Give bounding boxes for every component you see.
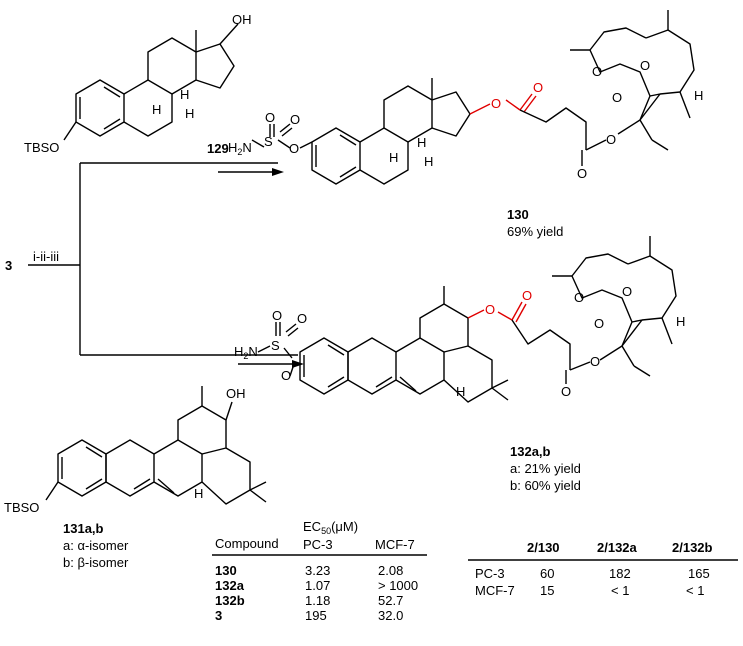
structure-132-h2: H [676, 314, 685, 329]
structure-132-s: S [271, 338, 280, 353]
ratio-row-mcf7-cell: MCF-7 [475, 583, 515, 598]
ec50-row-132b-compound: 132b [215, 593, 245, 608]
structure-132-nh2: H2N [234, 344, 258, 361]
structure-129-group: TBSO [24, 140, 59, 155]
ec50-col-mcf7: MCF-7 [375, 537, 415, 552]
ec50-row-3-compound: 3 [215, 608, 222, 623]
structure-130-o4: O [577, 166, 587, 181]
ec50-row-130-pc3: 3.23 [305, 563, 330, 578]
structure-131 [45, 386, 267, 505]
structure-130-h1: H [417, 135, 426, 150]
structure-132-o2: O [297, 311, 307, 326]
structure-132-ester-o2: O [522, 288, 532, 303]
structure-131-label: 131a,b [63, 521, 104, 536]
structure-129-h1: H [180, 87, 189, 102]
structure-132-o8: O [622, 284, 632, 299]
ec50-row-130-mcf7: 2.08 [378, 563, 403, 578]
structure-130-yield: 69% yield [507, 224, 563, 239]
structure-129 [63, 23, 239, 141]
structure-130-h4: H [694, 88, 703, 103]
structure-130 [251, 10, 695, 185]
structure-130-label: 130 [507, 207, 529, 222]
ratio-row-pc3-130: 60 [540, 566, 554, 581]
structure-130-o1: O [265, 110, 275, 125]
structure-132-o7: O [574, 290, 584, 305]
ratio-row-mcf7-130: 15 [540, 583, 554, 598]
structure-130-o6: O [612, 90, 622, 105]
ec50-table: EC50(μM) Compound PC-3 MCF-7 130 3.23 2.… [212, 519, 427, 623]
structure-132-h1: H [456, 384, 465, 399]
ratio-col-132a: 2/132a [597, 540, 638, 555]
structure-132-label: 132a,b [510, 444, 551, 459]
ratio-row-mcf7-132b: < 1 [686, 583, 704, 598]
ratio-row-pc3-132a: 182 [609, 566, 631, 581]
ec50-row-132a-mcf7: > 1000 [378, 578, 418, 593]
conditions-label: i-ii-iii [33, 249, 59, 264]
ec50-col-pc3: PC-3 [303, 537, 333, 552]
structure-131-isomer-a: a: α-isomer [63, 538, 129, 553]
ec50-row-130-compound: 130 [215, 563, 237, 578]
ratio-row-pc3-132b: 165 [688, 566, 710, 581]
reaction-arrow-bottom [238, 360, 304, 368]
ec50-row-132b-pc3: 1.18 [305, 593, 330, 608]
structure-130-s: S [264, 134, 273, 149]
structure-130-h2: H [389, 150, 398, 165]
structure-129-label: 129 [207, 141, 229, 156]
ec50-row-3-pc3: 195 [305, 608, 327, 623]
structure-130-ester-o: O [491, 96, 501, 111]
structure-131-oh: OH [226, 386, 246, 401]
structure-132-yield-b: b: 60% yield [510, 478, 581, 493]
ratio-row-mcf7-132a: < 1 [611, 583, 629, 598]
structure-132-o3: O [281, 368, 291, 383]
structure-132-o5: O [590, 354, 600, 369]
ec50-row-132a-compound: 132a [215, 578, 245, 593]
structure-132 [257, 236, 677, 403]
structure-130-ester-o2: O [533, 80, 543, 95]
structure-130-o5: O [606, 132, 616, 147]
structure-132-o6: O [594, 316, 604, 331]
structure-130-o8: O [640, 58, 650, 73]
structure-130-o3: O [289, 141, 299, 156]
structure-131-group: TBSO [4, 500, 39, 515]
structure-129-h2: H [152, 102, 161, 117]
structure-132-o1: O [272, 308, 282, 323]
structure-129-h3: H [185, 106, 194, 121]
ec50-row-3-mcf7: 32.0 [378, 608, 403, 623]
structure-130-o7: O [592, 64, 602, 79]
structure-132-ester-o: O [485, 302, 495, 317]
ec50-row-132b-mcf7: 52.7 [378, 593, 403, 608]
ratio-col-130: 2/130 [527, 540, 560, 555]
ratio-table: 2/130 2/132a 2/132b PC-3 60 182 165 MCF-… [468, 540, 738, 598]
structure-130-o2: O [290, 112, 300, 127]
structure-132-o4: O [561, 384, 571, 399]
structure-129-oh: OH [232, 12, 252, 27]
ratio-row-pc3-cell: PC-3 [475, 566, 505, 581]
ec50-col-compound: Compound [215, 536, 279, 551]
reaction-arrow-top [218, 168, 284, 176]
structure-131-isomer-b: b: β-isomer [63, 555, 129, 570]
structure-130-nh2: H2N [228, 140, 252, 157]
start-compound-label: 3 [5, 258, 12, 273]
structure-131-h: H [194, 486, 203, 501]
ec50-header: EC50(μM) [303, 519, 358, 536]
structure-130-h3: H [424, 154, 433, 169]
reaction-branch-lines [28, 162, 298, 356]
ratio-col-132b: 2/132b [672, 540, 713, 555]
structure-132-yield-a: a: 21% yield [510, 461, 581, 476]
ec50-row-132a-pc3: 1.07 [305, 578, 330, 593]
